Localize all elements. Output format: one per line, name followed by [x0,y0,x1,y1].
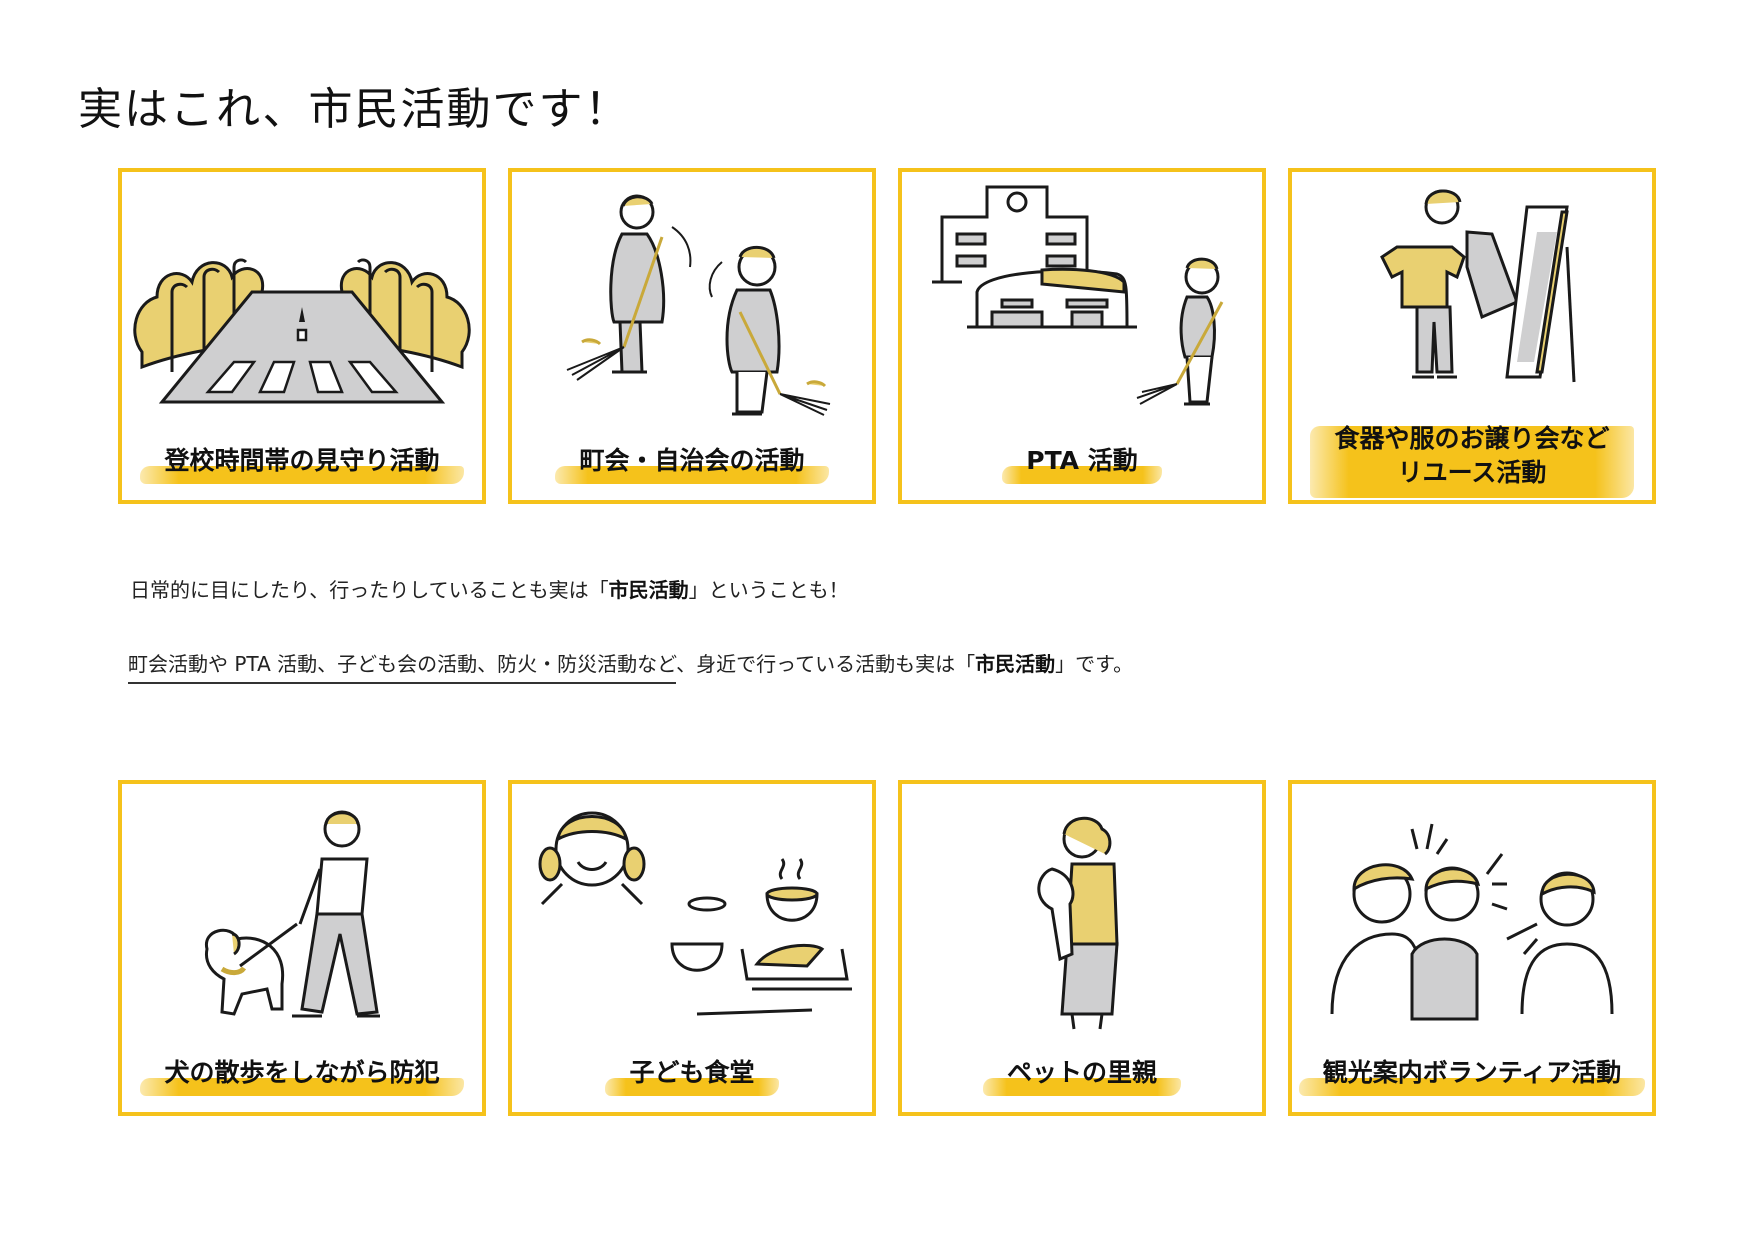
woman-holding-pet-illustration [1037,816,1119,1030]
highlight-brush-stroke [1298,1078,1646,1096]
man-walking-dog-illustration [204,810,380,1018]
highlight-brush-stroke [605,1078,779,1096]
card-label: PTA 活動 [1002,444,1162,484]
page-title: 実はこれ、市民活動です！ [78,84,631,135]
highlight-brush-stroke [555,466,829,484]
intro-paragraph-1: 日常的に目にしたり、行ったりしていることも実は「市民活動」ということも！ [130,578,849,602]
card-label: ペットの里親 [982,1056,1181,1096]
person-clothes-mirror-illustration [1380,189,1576,383]
intro-paragraph-2: 町会活動や PTA 活動、子ども会の活動、防火・防災活動など、身近で行っている活… [128,648,1133,684]
card-pta: PTA 活動 [898,168,1266,504]
people-sweeping-illustration [566,194,831,416]
emphasis-citizen-activity: 市民活動 [975,652,1056,676]
card-dog-walk-patrol: 犬の散歩をしながら防犯 [118,780,486,1116]
card-label-line2: リユース活動 [1397,458,1547,487]
card-pet-foster: ペットの里親 [898,780,1266,1116]
highlight-brush-stroke [982,1078,1181,1096]
card-label: 子ども食堂 [605,1056,779,1096]
card-label-line1: 食器や服のお譲り会など [1334,424,1610,453]
card-reuse: 食器や服のお譲り会など リユース活動 [1288,168,1656,504]
underlined-activity-examples: 町会活動や PTA 活動、子ども会の活動、防火・防災活動など [128,652,677,684]
school-and-sweeper-illustration [932,185,1224,406]
card-neighborhood-association: 町会・自治会の活動 [508,168,876,504]
highlight-brush-stroke [1002,466,1162,484]
card-label: 食器や服のお譲り会など リユース活動 [1310,422,1634,498]
card-label: 町会・自治会の活動 [555,444,829,484]
card-label: 登校時間帯の見守り活動 [140,444,464,484]
card-tour-guide-volunteer: 観光案内ボランティア活動 [1288,780,1656,1116]
card-school-watch: 登校時間帯の見守り活動 [118,168,486,504]
emphasis-citizen-activity: 市民活動 [608,578,689,602]
tour-guide-conversation-illustration [1330,823,1614,1021]
card-kids-cafeteria: 子ども食堂 [508,780,876,1116]
highlight-brush-stroke [140,466,464,484]
road-trees-crosswalk-illustration [133,258,471,404]
card-label: 犬の散歩をしながら防犯 [140,1056,464,1096]
highlight-brush-stroke [140,1078,464,1096]
child-meal-illustration [538,811,852,1016]
card-label: 観光案内ボランティア活動 [1298,1056,1646,1096]
